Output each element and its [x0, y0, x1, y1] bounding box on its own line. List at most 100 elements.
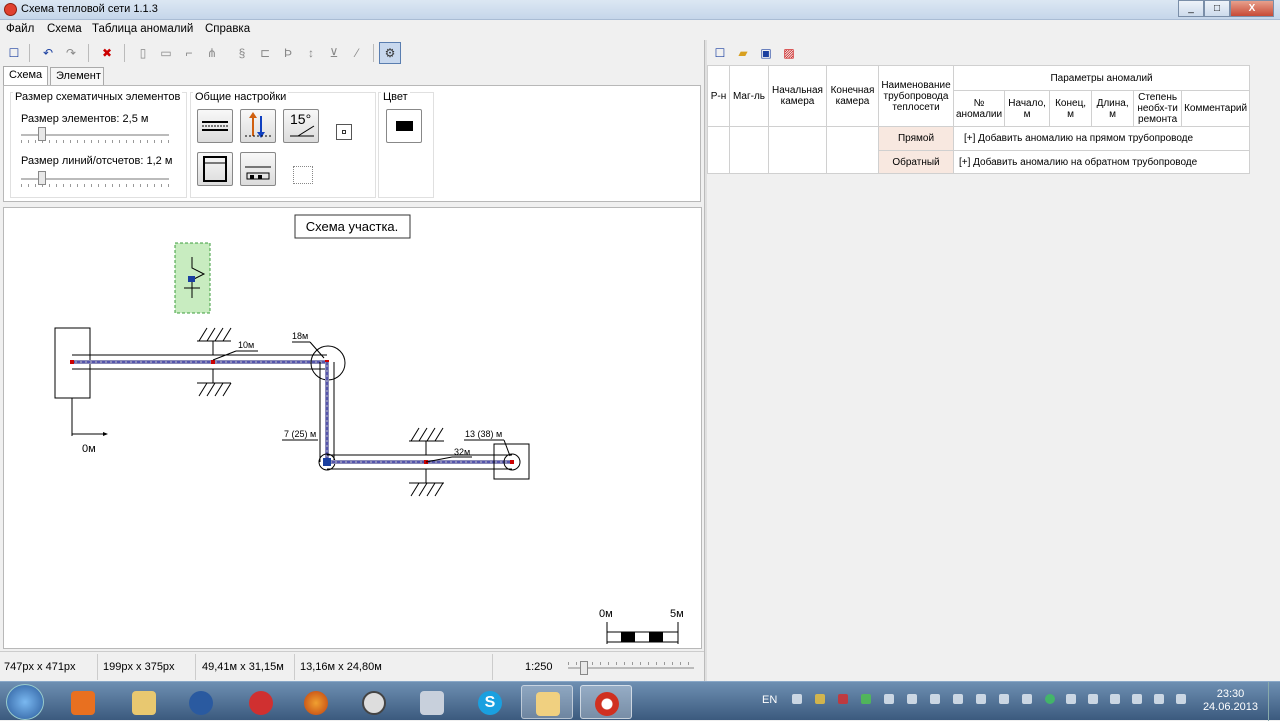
- dim-label-5: 32м: [454, 447, 470, 457]
- row-label-reverse: Обратный: [878, 150, 954, 174]
- branch-tool-icon[interactable]: ⋔: [206, 46, 218, 60]
- support-tool-icon[interactable]: §: [238, 46, 246, 60]
- chamber-tool-icon[interactable]: ▭: [160, 46, 172, 60]
- tray-icon[interactable]: [1110, 694, 1120, 704]
- tray-icon[interactable]: [976, 694, 986, 704]
- tray-icon[interactable]: [815, 694, 825, 704]
- frame-button[interactable]: [197, 152, 233, 186]
- table-row: Прямой [+] Добавить аномалию на прямом т…: [707, 126, 1251, 174]
- drain-tool-icon[interactable]: ⊻: [329, 46, 339, 60]
- fixed-support-2[interactable]: [409, 427, 444, 497]
- pipe-segment-vertical[interactable]: [319, 362, 335, 462]
- scheme-drawing[interactable]: Схема участка.: [4, 208, 701, 648]
- tab-scheme[interactable]: Схема: [3, 66, 48, 86]
- menu-scheme[interactable]: Схема: [47, 23, 82, 35]
- clock[interactable]: 23:30 24.06.2013: [1202, 688, 1258, 713]
- taskbar-explorer[interactable]: [118, 685, 170, 719]
- new-icon[interactable]: ☐: [8, 46, 20, 60]
- scheme-canvas[interactable]: Схема участка.: [3, 207, 702, 649]
- taskbar: S EN 23:30 24.06.2013: [0, 681, 1280, 721]
- slider-thumb[interactable]: [38, 127, 46, 141]
- chamber-end[interactable]: [493, 443, 530, 480]
- tray-icon[interactable]: [907, 694, 917, 704]
- add-anomaly-reverse-link[interactable]: [+] Добавить аномалию на обратном трубоп…: [952, 150, 1251, 174]
- undo-icon[interactable]: ↶: [42, 46, 54, 60]
- tray-icon[interactable]: [1132, 694, 1142, 704]
- flow-direction-button[interactable]: [240, 109, 276, 143]
- add-anomaly-direct-link[interactable]: [+] Добавить аномалию на прямом трубопро…: [952, 126, 1251, 151]
- color-button[interactable]: [386, 109, 422, 143]
- minimize-button[interactable]: _: [1178, 0, 1204, 17]
- elem-size-slider[interactable]: [21, 127, 171, 143]
- flag-icon[interactable]: [1088, 694, 1098, 704]
- new-table-icon[interactable]: ☐: [714, 46, 726, 60]
- angle-button[interactable]: 15°: [283, 109, 319, 143]
- delete-icon[interactable]: ✖: [101, 46, 113, 60]
- taskbar-messenger[interactable]: [175, 685, 227, 719]
- tray-icon[interactable]: [1066, 694, 1076, 704]
- fixed-support-1[interactable]: [197, 327, 232, 397]
- menu-anomaly-table[interactable]: Таблица аномалий: [92, 23, 194, 35]
- tray-icon[interactable]: [930, 694, 940, 704]
- tray-icon[interactable]: [953, 694, 963, 704]
- col-repair-degree: Степень необх-ти ремонта: [1133, 90, 1183, 127]
- corner-tool-icon[interactable]: ⌐: [185, 46, 193, 60]
- tab-element[interactable]: Элемент: [50, 67, 104, 86]
- slider-thumb[interactable]: [38, 171, 46, 185]
- dim-label-1: 10м: [238, 340, 254, 350]
- taskbar-firefox[interactable]: [290, 685, 342, 719]
- small-square-toggle[interactable]: [336, 124, 352, 140]
- tray-icon[interactable]: [838, 694, 848, 704]
- network-icon[interactable]: [1154, 694, 1164, 704]
- scale-bar-button[interactable]: [240, 152, 276, 186]
- start-button[interactable]: [6, 684, 44, 720]
- selection-frame-toggle[interactable]: [293, 166, 313, 184]
- taskbar-clock-app[interactable]: [348, 685, 400, 719]
- tray-icon[interactable]: [1022, 694, 1032, 704]
- tray-icon[interactable]: [999, 694, 1009, 704]
- language-indicator[interactable]: EN: [762, 694, 778, 706]
- taskbar-pin-app[interactable]: [235, 685, 287, 719]
- zoom-scale-label: 1:250: [525, 661, 553, 673]
- redo-icon[interactable]: ↷: [65, 46, 77, 60]
- taskbar-heat-scheme-app[interactable]: [580, 685, 632, 719]
- status-selection-m: 13,16м x 24,80м: [300, 661, 382, 673]
- valve-tool-icon[interactable]: Ϸ: [283, 46, 292, 60]
- pipe-segment-top[interactable]: [72, 354, 327, 370]
- save-icon[interactable]: ▣: [760, 46, 772, 60]
- camera-tool-icon[interactable]: ▯: [139, 46, 147, 60]
- row-label-direct: Прямой: [878, 126, 954, 151]
- volume-icon[interactable]: [1176, 694, 1186, 704]
- tray-icon[interactable]: [861, 694, 871, 704]
- line-size-slider[interactable]: [21, 171, 171, 187]
- export-icon[interactable]: ▨: [783, 46, 795, 60]
- show-desktop-button[interactable]: [1268, 682, 1280, 721]
- scheme-toolbar: ☐ ↶ ↷ ✖ ▯ ▭ ⌐ ⋔ § ⊏ Ϸ ↕ ⊻ ⁄ ⚙: [0, 40, 704, 66]
- col-comment: Комментарий: [1181, 90, 1251, 127]
- compensator-tool-icon[interactable]: ⊏: [259, 46, 271, 60]
- anomaly-table: Р-н Маг-ль Начальная камера Конечная кам…: [707, 65, 1251, 174]
- tray-icon[interactable]: [884, 694, 894, 704]
- taskbar-skype[interactable]: S: [464, 685, 516, 719]
- close-button[interactable]: X: [1230, 0, 1274, 17]
- taskbar-folder-active[interactable]: [521, 685, 573, 719]
- zoom-thumb[interactable]: [580, 661, 588, 675]
- menu-file[interactable]: Файл: [6, 23, 35, 35]
- taskbar-calculator[interactable]: [406, 685, 458, 719]
- pipe-segment-bottom[interactable]: [327, 454, 512, 470]
- panel-splitter[interactable]: [704, 40, 707, 681]
- menu-help[interactable]: Справка: [205, 23, 251, 35]
- open-folder-icon[interactable]: ▰: [738, 46, 748, 60]
- tray-icon[interactable]: [792, 694, 802, 704]
- tray-icon[interactable]: [1045, 694, 1055, 704]
- double-line-button[interactable]: [197, 109, 233, 143]
- taskbar-media-player[interactable]: [57, 685, 109, 719]
- col-rn: Р-н: [707, 65, 730, 127]
- maximize-button[interactable]: □: [1204, 0, 1230, 17]
- status-selection-px: 199px x 375px: [103, 661, 175, 673]
- riser-tool-icon[interactable]: ↕: [308, 46, 314, 60]
- settings-gear-icon[interactable]: ⚙: [379, 42, 401, 64]
- line-tool-icon[interactable]: ⁄: [355, 46, 358, 60]
- zoom-slider[interactable]: [568, 661, 694, 675]
- menu-bar: Файл Схема Таблица аномалий Справка: [0, 20, 1280, 39]
